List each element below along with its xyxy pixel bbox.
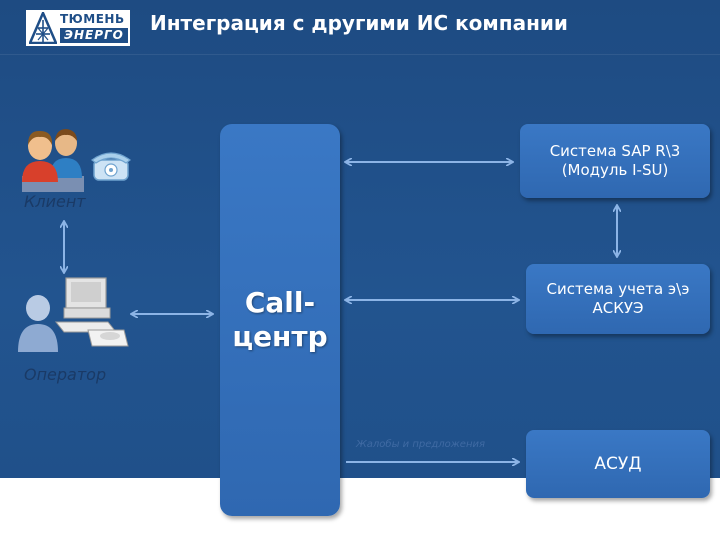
asud-link-label: Жалобы и предложения <box>356 439 486 450</box>
operator-group <box>16 272 132 360</box>
header-divider <box>0 54 720 55</box>
asud-label: АСУД <box>594 453 642 474</box>
call-center-box[interactable]: Call- центр <box>220 124 340 516</box>
company-logo: ТЮМЕНЬ ЭНЕРГО <box>26 10 130 46</box>
askue-system-box[interactable]: Система учета э\э АСКУЭ <box>526 264 710 334</box>
sap-label-line1: Система SAP R\3 <box>549 142 681 160</box>
people-icon <box>22 129 84 192</box>
logo-emblem-icon <box>29 12 57 44</box>
asud-system-box[interactable]: АСУД <box>526 430 710 498</box>
call-center-label-line1: Call- <box>244 286 316 319</box>
sap-system-box[interactable]: Система SAP R\3 (Модуль I-SU) <box>520 124 710 198</box>
askue-label-line2: АСКУЭ <box>592 299 644 317</box>
call-center-label: Call- центр <box>232 286 327 354</box>
logo-text-bottom: ЭНЕРГО <box>60 28 128 43</box>
operator-icon <box>18 277 129 352</box>
call-center-label-line2: центр <box>232 320 328 353</box>
operator-label: Оператор <box>24 365 107 384</box>
client-label: Клиент <box>24 192 86 211</box>
logo-text-top: ТЮМЕНЬ <box>60 12 125 26</box>
client-group <box>20 128 140 198</box>
page-title: Интеграция с другими ИС компании <box>150 11 568 35</box>
askue-label-line1: Система учета э\э <box>546 280 690 298</box>
telephone-icon <box>90 152 132 181</box>
sap-label-line2: (Модуль I-SU) <box>561 161 669 179</box>
